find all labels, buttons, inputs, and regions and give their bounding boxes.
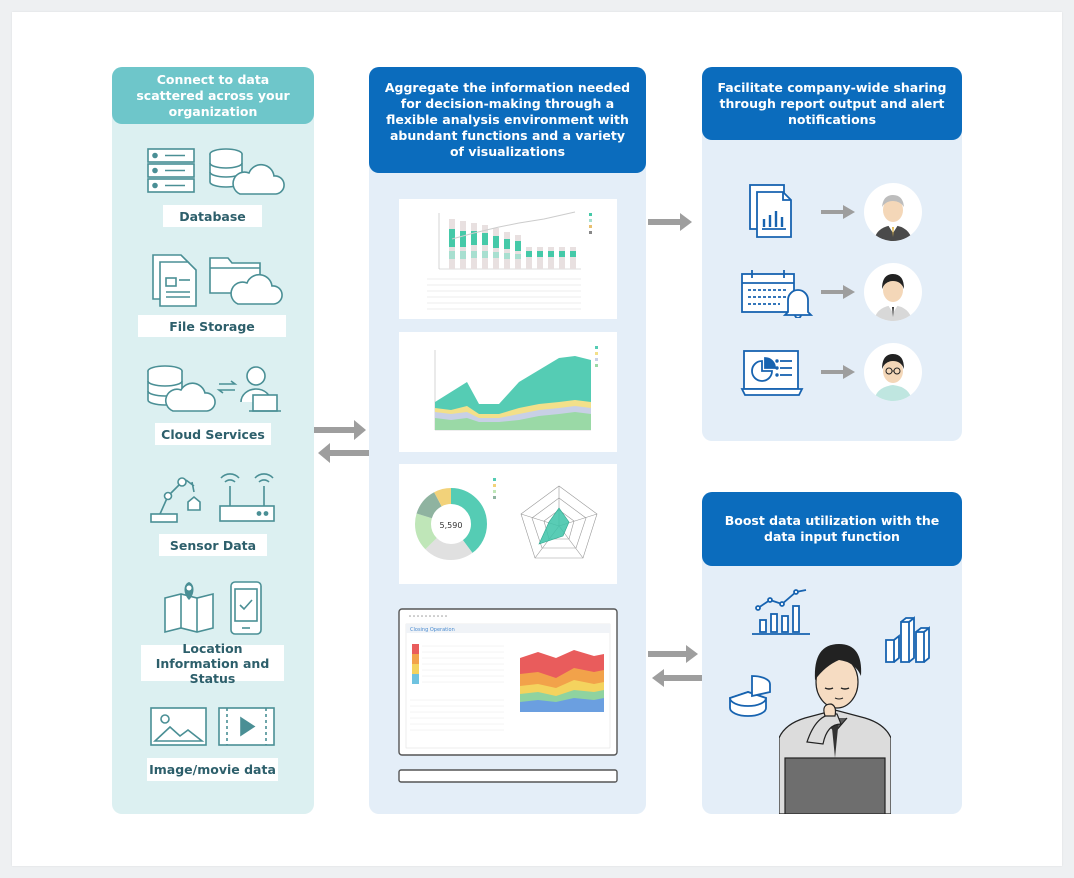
calendar-alert-icon xyxy=(740,268,814,318)
image-movie-label: Image/movie data xyxy=(147,758,278,781)
manager-avatar xyxy=(864,263,922,321)
cloud-services-icon xyxy=(145,362,285,418)
sensor-data-label: Sensor Data xyxy=(159,534,267,556)
image-movie-icon xyxy=(149,706,277,748)
donut-radar-thumbnail: 5,590 xyxy=(399,464,617,584)
input-bidirectional-arrow-icon xyxy=(646,643,704,689)
database-label: Database xyxy=(163,205,262,227)
location-label: Location Information and Status xyxy=(141,641,284,686)
sensor-icon xyxy=(148,472,283,526)
arrow-to-manager-icon xyxy=(820,284,856,300)
location-icon xyxy=(163,580,268,638)
3d-bar-icon xyxy=(882,614,938,666)
bar-line-chart-icon xyxy=(750,586,812,638)
dashboard-title: Closing Operation xyxy=(410,627,455,633)
analysis-header: Aggregate the information needed for dec… xyxy=(369,67,646,173)
file-storage-icon xyxy=(150,252,285,308)
bidirectional-arrow-icon xyxy=(312,419,372,465)
database-icon xyxy=(145,146,285,198)
area-chart-thumbnail xyxy=(399,332,617,452)
data-sources-header: Connect to data scattered across your or… xyxy=(112,67,314,124)
arrow-to-executive-icon xyxy=(820,204,856,220)
executive-avatar xyxy=(864,183,922,241)
report-icon xyxy=(748,183,796,239)
stacked-bar-chart-thumbnail xyxy=(399,199,617,319)
laptop-dashboard: Closing Operation xyxy=(398,608,620,786)
cloud-services-label: Cloud Services xyxy=(155,423,271,445)
sharing-header: Facilitate company-wide sharing through … xyxy=(702,67,962,140)
file-storage-label: File Storage xyxy=(138,315,286,337)
right-arrow-icon xyxy=(646,211,696,233)
arrow-to-staff-icon xyxy=(820,364,856,380)
staff-avatar xyxy=(864,343,922,401)
thinking-person-illustration xyxy=(779,636,891,814)
donut-center-value: 5,590 xyxy=(440,521,463,530)
bar-group xyxy=(449,219,576,269)
monitor-chart-icon xyxy=(740,349,806,399)
data-input-header: Boost data utilization with the data inp… xyxy=(702,492,962,566)
3d-pie-icon xyxy=(724,672,774,720)
